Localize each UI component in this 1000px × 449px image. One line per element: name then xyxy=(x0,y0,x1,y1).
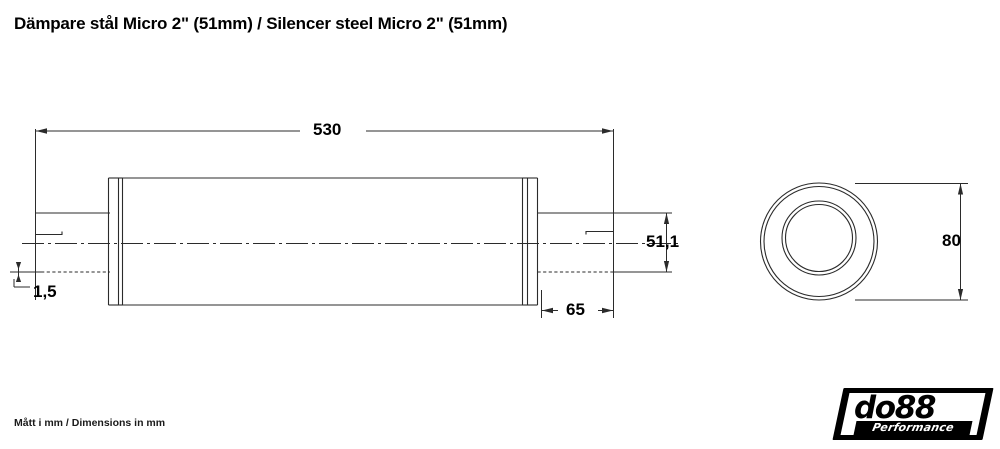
arrowhead-15-bottom xyxy=(15,274,22,282)
end-view-group xyxy=(759,182,968,301)
outlet-pipe-inner-leader xyxy=(585,230,614,235)
do88-logo: do88 Performance xyxy=(832,388,994,440)
dimension-label-body-diameter: 80 xyxy=(942,231,961,250)
arrowhead-530-right xyxy=(602,128,613,134)
dimension-label-wall-thickness: 1,5 xyxy=(33,282,57,301)
dimension-label-overall-length: 530 xyxy=(313,120,342,139)
logo-tagline: Performance xyxy=(853,421,973,435)
end-view-outer-circle-inner xyxy=(763,185,875,298)
end-view-outer-circle xyxy=(759,182,879,301)
units-note: Mått i mm / Dimensions in mm xyxy=(14,417,166,429)
arrowhead-65-right xyxy=(602,307,613,314)
inlet-pipe-inner-leader xyxy=(35,231,63,236)
arrowhead-15-top xyxy=(15,262,22,270)
arrowhead-511-bottom xyxy=(663,261,670,272)
page-title: Dämpare stål Micro 2" (51mm) / Silencer … xyxy=(14,14,508,33)
arrowhead-530-left xyxy=(36,128,47,134)
logo-text-wrap: do88 Performance xyxy=(838,388,988,440)
arrowhead-80-bottom xyxy=(957,289,964,300)
end-view-pipe-circle-outer xyxy=(781,200,857,276)
arrowhead-511-top xyxy=(663,213,670,224)
end-view-pipe-circle-inner xyxy=(784,203,854,273)
arrowhead-65-left xyxy=(542,307,553,314)
dimension-label-pipe-stub-length: 65 xyxy=(566,300,585,319)
dimension-label-inlet-pipe-diameter: 51,1 xyxy=(646,232,680,251)
side-view-group xyxy=(10,128,680,318)
arrowhead-80-top xyxy=(957,183,964,195)
logo-brand-name: do88 xyxy=(854,390,936,426)
